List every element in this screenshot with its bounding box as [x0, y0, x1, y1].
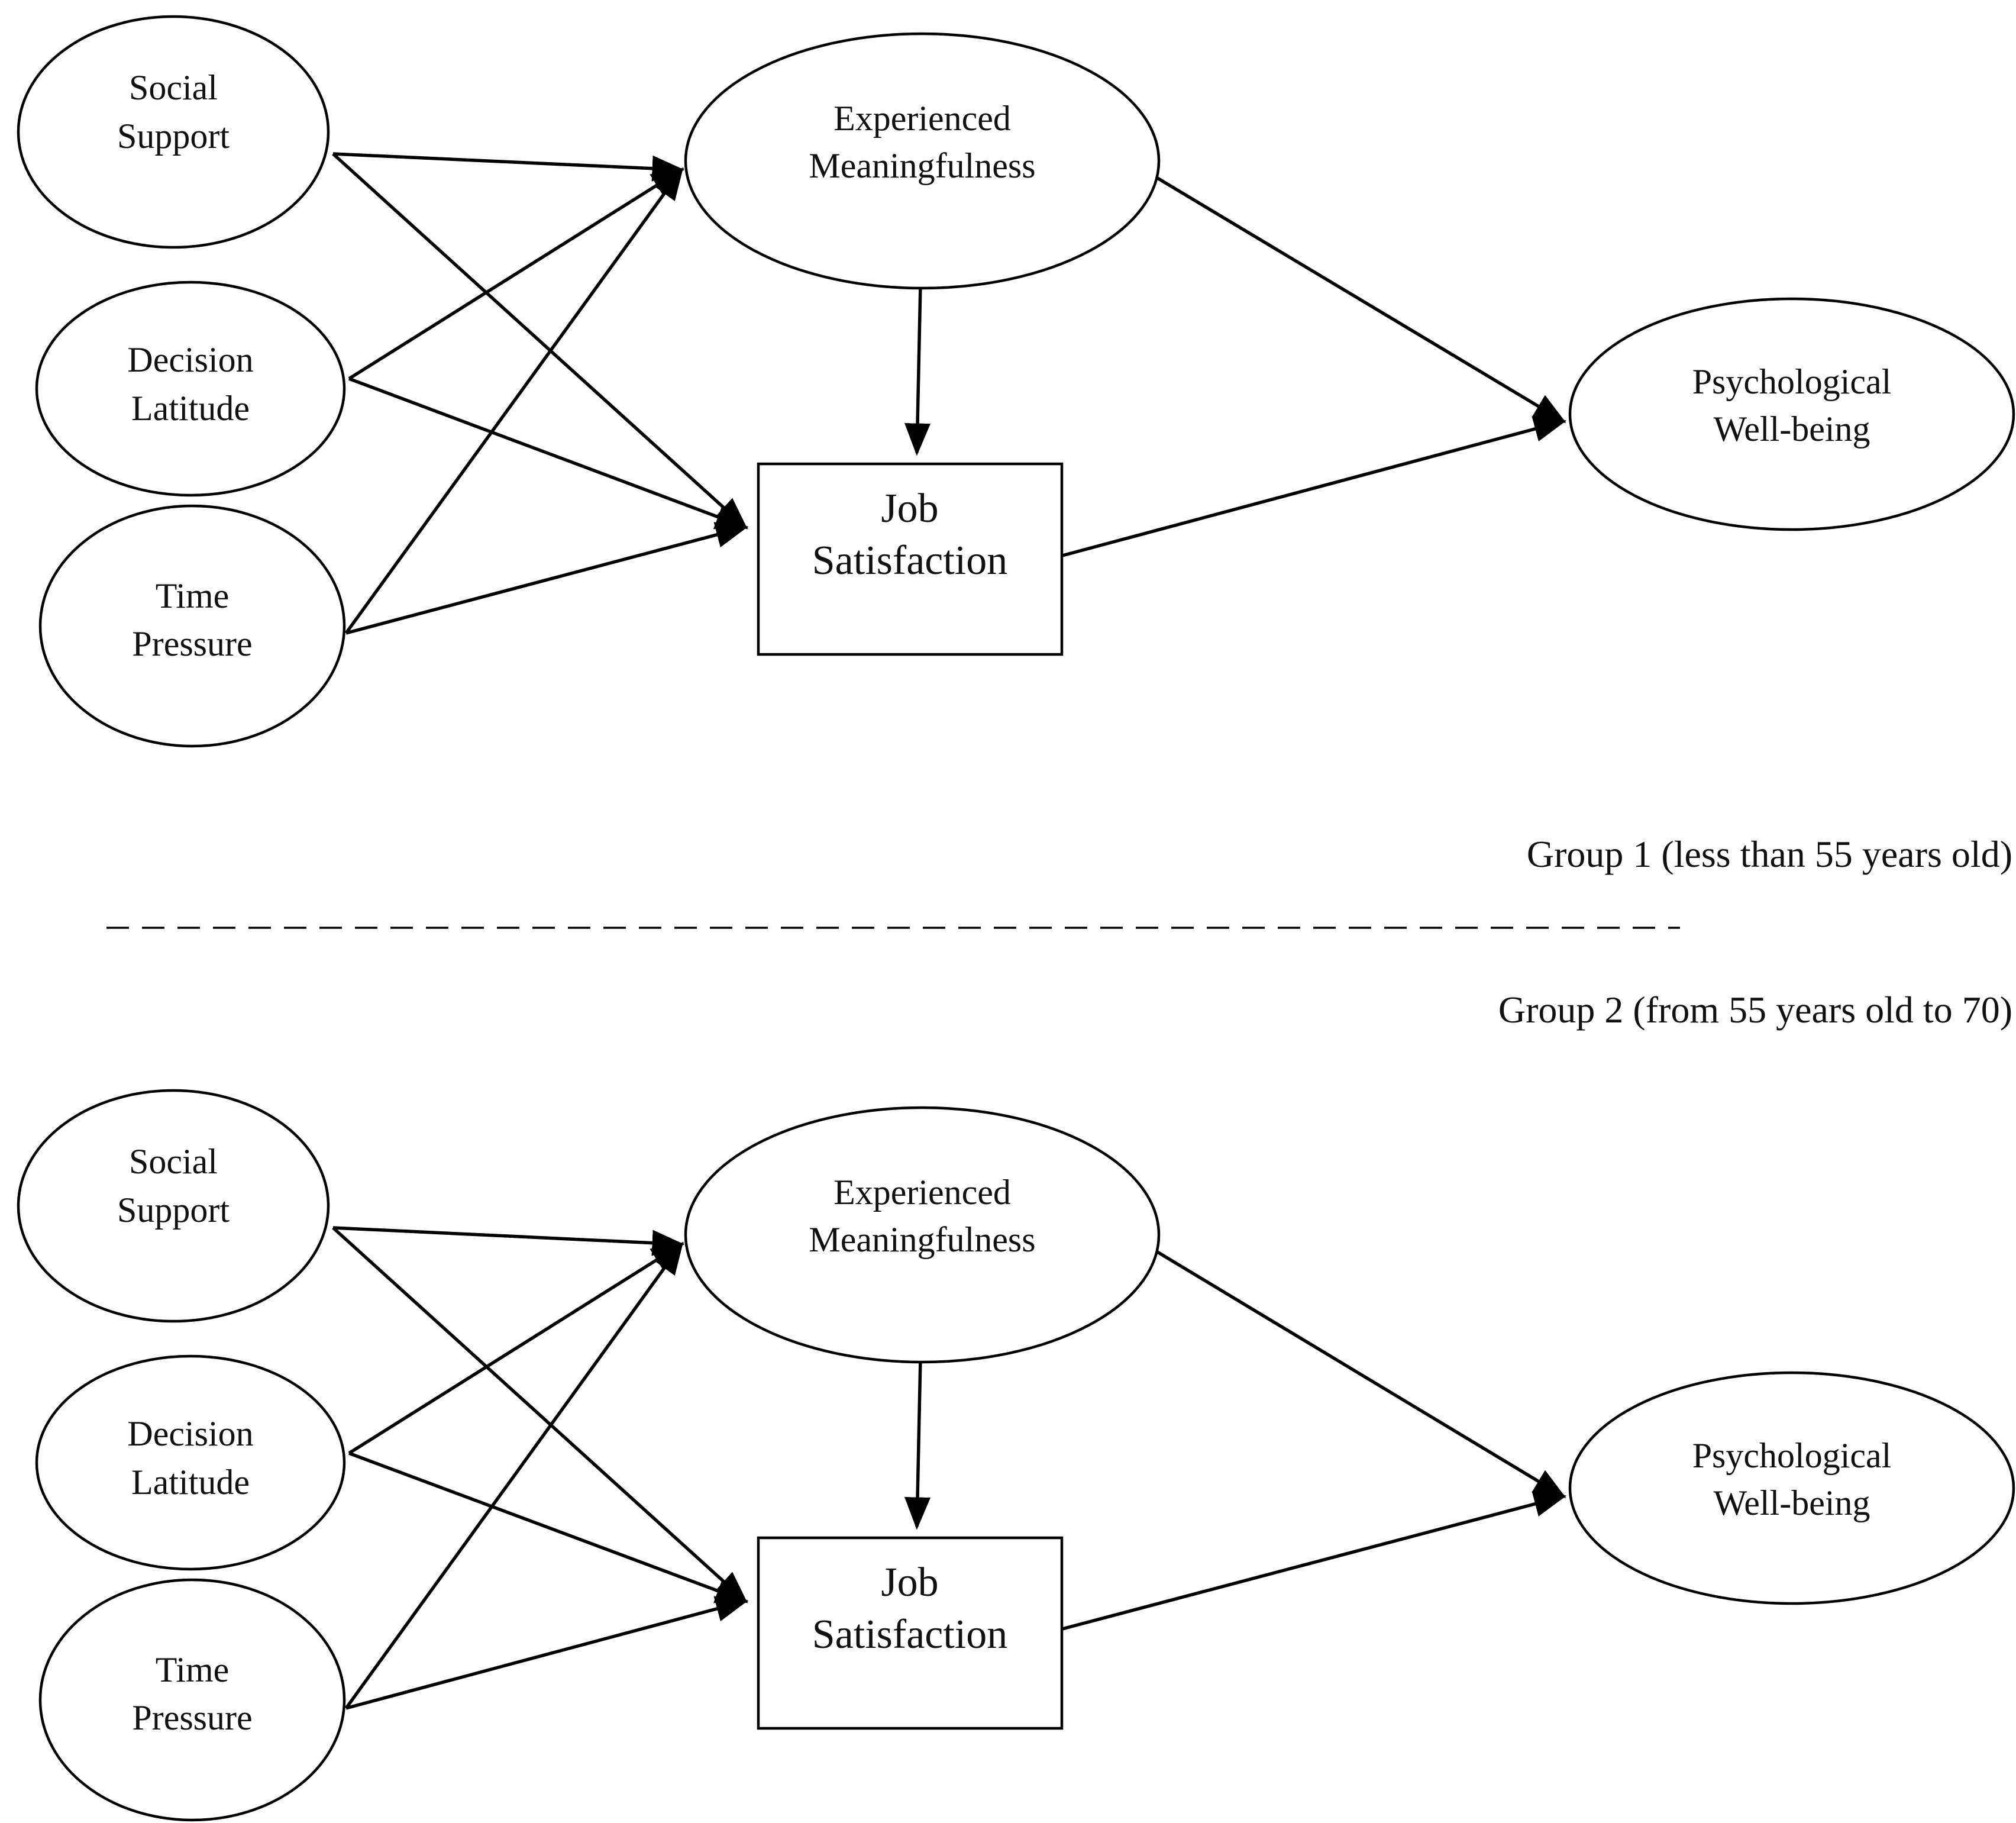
node-label: Decision	[127, 340, 253, 379]
edge-time-pressure-to-job-satisfaction	[345, 522, 749, 635]
node-job-satisfaction: Job Satisfaction	[757, 462, 1064, 656]
group-1-label: Group 1 (less than 55 years old)	[1527, 833, 2012, 875]
node-social-support: Social Support	[17, 15, 330, 249]
edge-job-satisfaction-to-wellbeing	[1059, 1491, 1567, 1631]
node-label: Well-being	[1713, 409, 1870, 449]
node-label: Job	[881, 486, 938, 531]
node-decision-latitude: Decision Latitude	[35, 1354, 346, 1571]
node-psychological-wellbeing: Psychological Well-being	[1568, 297, 2015, 531]
edge-decision-latitude-to-meaningfulness	[348, 168, 684, 380]
node-label: Experienced	[833, 1173, 1011, 1212]
edge-time-pressure-to-job-satisfaction	[345, 1596, 749, 1710]
node-experienced-meaningfulness: Experienced Meaningfulness	[684, 1106, 1161, 1364]
node-label: Pressure	[132, 624, 252, 663]
edge-time-pressure-to-meaningfulness	[344, 167, 684, 634]
node-label: Psychological	[1692, 362, 1892, 401]
group-2-label: Group 2 (from 55 years old to 70)	[1498, 989, 2012, 1031]
node-label: Social	[129, 68, 218, 107]
edge-meaningfulness-to-wellbeing	[1155, 176, 1566, 423]
edge-decision-latitude-to-job-satisfaction	[348, 1451, 749, 1603]
edge-job-satisfaction-to-wellbeing	[1059, 416, 1567, 558]
node-label: Well-being	[1713, 1483, 1870, 1522]
node-decision-latitude: Decision Latitude	[35, 280, 346, 497]
node-social-support: Social Support	[17, 1089, 330, 1323]
node-label: Time	[156, 1650, 230, 1689]
group-2-edges	[332, 1226, 1567, 1710]
node-label: Psychological	[1692, 1436, 1892, 1475]
node-label: Satisfaction	[812, 1612, 1007, 1657]
group-1-diagram: Social Support Decision Latitude Time Pr…	[17, 15, 2015, 748]
node-label: Decision	[127, 1414, 253, 1453]
node-time-pressure: Time Pressure	[38, 504, 346, 748]
node-label: Support	[117, 1190, 230, 1230]
node-time-pressure: Time Pressure	[38, 1578, 346, 1822]
node-label: Pressure	[132, 1698, 252, 1737]
node-experienced-meaningfulness: Experienced Meaningfulness	[684, 32, 1161, 290]
edge-meaningfulness-to-wellbeing	[1155, 1250, 1566, 1498]
node-label: Time	[156, 576, 230, 615]
node-label: Job	[881, 1560, 938, 1605]
edge-social-support-to-job-satisfaction	[332, 152, 748, 530]
edge-time-pressure-to-meaningfulness	[344, 1241, 684, 1709]
node-label: Support	[117, 117, 230, 156]
node-label: Latitude	[131, 1463, 250, 1502]
node-label: Meaningfulness	[809, 146, 1035, 185]
edge-decision-latitude-to-job-satisfaction	[348, 377, 749, 530]
node-label: Experienced	[833, 99, 1011, 138]
edge-decision-latitude-to-meaningfulness	[348, 1243, 684, 1455]
node-job-satisfaction: Job Satisfaction	[757, 1536, 1064, 1730]
group-2-diagram: Social Support Decision Latitude Time Pr…	[17, 1089, 2015, 1822]
group-1-edges	[332, 152, 1567, 635]
edge-social-support-to-meaningfulness	[332, 152, 685, 182]
node-label: Meaningfulness	[809, 1220, 1035, 1259]
node-label: Satisfaction	[812, 538, 1007, 583]
node-label: Latitude	[131, 389, 250, 428]
node-psychological-wellbeing: Psychological Well-being	[1568, 1371, 2015, 1605]
edge-meaningfulness-to-job-satisfaction	[904, 283, 931, 456]
edge-social-support-to-meaningfulness	[332, 1226, 685, 1256]
node-label: Social	[129, 1142, 218, 1181]
edge-social-support-to-job-satisfaction	[332, 1226, 748, 1603]
edge-meaningfulness-to-job-satisfaction	[904, 1357, 931, 1530]
